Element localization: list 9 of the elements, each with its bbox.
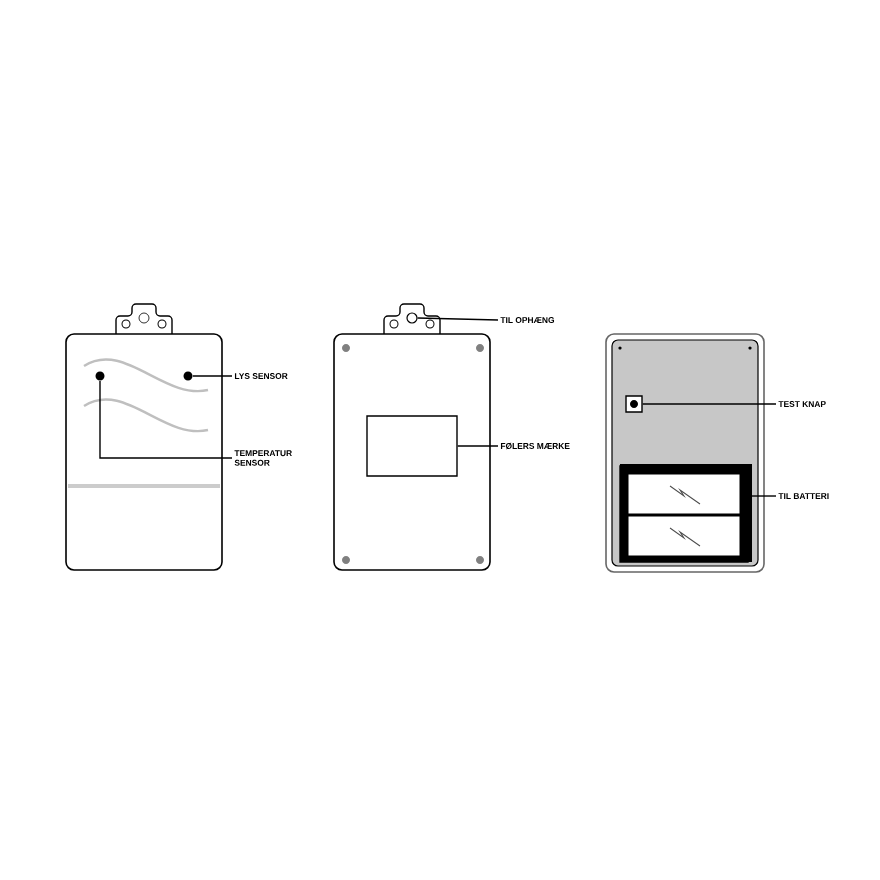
leader-line <box>99 380 233 459</box>
keyhole <box>406 312 418 324</box>
leader-line <box>192 375 233 377</box>
battery-compartment <box>619 465 749 563</box>
test-button <box>625 395 643 413</box>
leader-line <box>457 445 499 447</box>
leader-line <box>642 403 777 405</box>
label-area <box>366 415 458 477</box>
leader-line <box>748 495 777 497</box>
